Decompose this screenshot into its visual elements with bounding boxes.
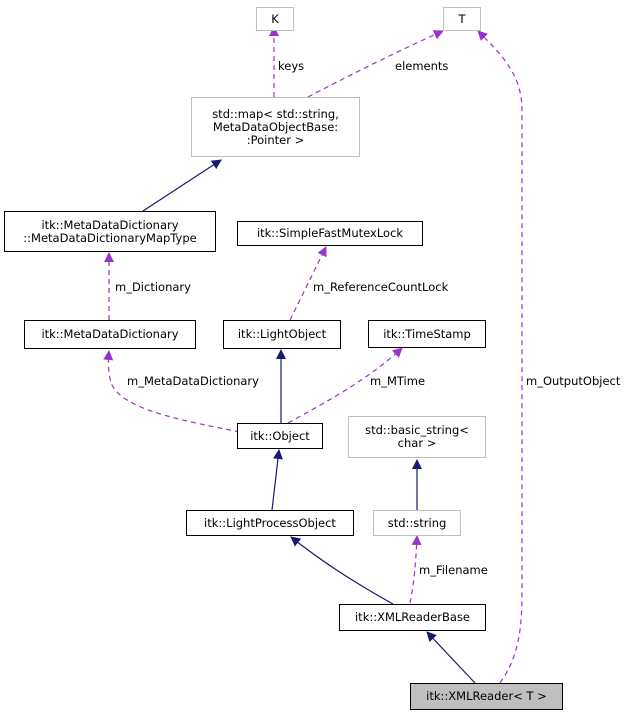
edge-reader-to-readerbase [426,631,476,684]
edge-elements [307,30,444,98]
node-std-string[interactable]: std::string [373,510,461,536]
edge-lightprocess-to-object [271,449,283,511]
node-metadatadictionary-maptype[interactable]: itk::MetaDataDictionary ::MetaDataDictio… [4,211,216,252]
edge-m-filename [409,535,422,604]
edge-label-m-outputobject: m_OutputObject [526,374,621,388]
edge-label-keys: keys [278,59,305,73]
node-std-map[interactable]: std::map< std::string, MetaDataObjectBas… [191,97,360,157]
node-object[interactable]: itk::Object [237,423,323,449]
node-k[interactable]: K [256,7,294,31]
edge-m-referencecountlock [289,246,327,321]
node-simplefastmutexlock[interactable]: itk::SimpleFastMutexLock [237,221,423,246]
edge-label-m-filename: m_Filename [419,563,488,577]
node-timestamp[interactable]: itk::TimeStamp [368,320,486,348]
edge-readerbase-to-lightprocess [290,536,394,605]
edge-m-metadatadictionary [103,350,241,433]
edge-label-m-dictionary: m_Dictionary [115,280,191,294]
node-basic-string[interactable]: std::basic_string< char > [348,416,486,458]
node-lightprocessobject[interactable]: itk::LightProcessObject [186,510,354,536]
node-t[interactable]: T [443,7,481,31]
edge-label-m-mtime: m_MTime [370,374,426,388]
edge-maptype-to-map [142,159,222,212]
node-xmlreaderbase[interactable]: itk::XMLReaderBase [339,604,486,631]
node-xmlreader[interactable]: itk::XMLReader< T > [410,683,563,710]
edge-label-m-referencecountlock: m_ReferenceCountLock [313,280,449,294]
edge-label-m-metadatadictionary: m_MetaDataDictionary [127,374,259,388]
node-metadatadictionary[interactable]: itk::MetaDataDictionary [24,320,196,349]
edge-label-elements: elements [395,59,449,73]
node-lightobject[interactable]: itk::LightObject [223,320,341,349]
edge-m-outputobject [477,30,523,684]
